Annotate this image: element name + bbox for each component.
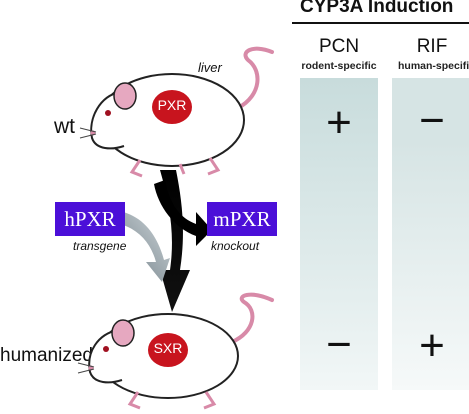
pcn-header: PCN [318,36,360,57]
knockout-caption: knockout [211,239,260,253]
transgene-caption: transgene [73,239,127,253]
chart-title: CYP3A Induction [300,0,454,17]
humanized-mouse [77,292,274,410]
wt-mouse [79,46,274,178]
rif-column-shade [392,78,469,390]
rif-header: RIF [416,36,448,57]
knockout-arrow [154,180,212,246]
hpxr-box: hPXR [55,202,125,236]
mpxr-box: mPXR [207,202,277,236]
pxr-label: PXR [157,97,187,113]
pcn-humanized-sign: − [326,320,352,369]
rif-humanized-sign: + [419,321,445,370]
pcn-subtitle: rodent-specific [301,60,377,72]
liver-label: liver [198,60,222,75]
rif-subtitle: human-specific [398,60,469,72]
pcn-wt-sign: + [326,98,352,147]
humanized-label: humanized [0,345,93,366]
transgene-arrow [112,210,170,282]
diagram-graphics [77,46,274,410]
pcn-column-shade [300,78,378,390]
wt-label: wt [54,115,75,138]
main-down-arrow [160,170,190,312]
header-divider [292,22,469,24]
sxr-label: SXR [153,340,183,356]
rif-wt-sign: − [419,96,445,145]
